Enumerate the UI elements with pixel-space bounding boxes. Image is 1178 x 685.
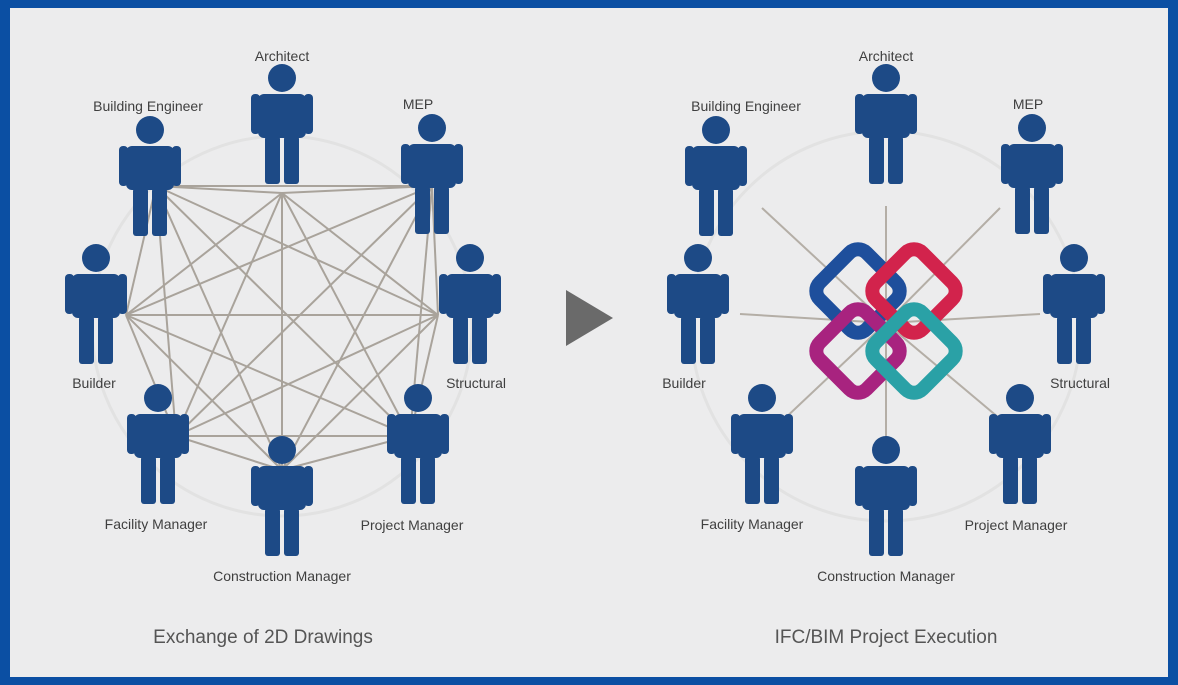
left-node-label: Construction Manager bbox=[213, 568, 351, 584]
right-node-label: Building Engineer bbox=[691, 98, 801, 114]
right-person-icon bbox=[1043, 244, 1105, 364]
connection-line bbox=[125, 192, 283, 316]
right-person-icon bbox=[1001, 114, 1063, 234]
right-node-label: Facility Manager bbox=[701, 516, 804, 532]
left-node-label: Builder bbox=[72, 375, 116, 391]
left-connection-lines bbox=[125, 185, 439, 471]
right-person-icon bbox=[685, 116, 747, 236]
ifc-logo-icon bbox=[809, 242, 963, 400]
right-node-label: Project Manager bbox=[965, 517, 1068, 533]
connection-line bbox=[175, 185, 433, 437]
right-person-icon bbox=[667, 244, 729, 364]
connection-line bbox=[281, 314, 439, 471]
right-node-label: Structural bbox=[1050, 375, 1110, 391]
connection-line bbox=[281, 192, 439, 316]
left-caption: Exchange of 2D Drawings bbox=[153, 627, 373, 648]
right-person-icon bbox=[855, 64, 917, 184]
connection-line bbox=[125, 185, 157, 316]
left-person-icon bbox=[401, 114, 463, 234]
hub-spoke bbox=[885, 313, 1041, 324]
connection-line bbox=[431, 185, 439, 316]
right-person-icon bbox=[855, 436, 917, 556]
ifc-logo-link bbox=[865, 302, 963, 400]
connection-line bbox=[281, 185, 433, 194]
connection-line bbox=[155, 185, 283, 471]
right-caption: IFC/BIM Project Execution bbox=[775, 627, 998, 648]
left-node-label: Building Engineer bbox=[93, 98, 203, 114]
connection-line bbox=[125, 185, 433, 316]
connection-line bbox=[155, 185, 439, 316]
connection-line bbox=[281, 185, 433, 471]
left-node-label: Structural bbox=[446, 375, 506, 391]
connection-line bbox=[175, 314, 439, 437]
ifc-logo-link bbox=[865, 242, 963, 340]
left-node-label: MEP bbox=[403, 96, 433, 112]
connection-line bbox=[155, 185, 411, 437]
play-arrow-icon bbox=[566, 290, 613, 346]
right-node-label: Builder bbox=[662, 375, 706, 391]
left-person-icon bbox=[65, 244, 127, 364]
connection-line bbox=[125, 314, 411, 437]
left-node-label: Architect bbox=[255, 48, 310, 64]
left-person-icon bbox=[119, 116, 181, 236]
connection-line bbox=[155, 185, 283, 194]
right-person-icon bbox=[731, 384, 793, 504]
right-node-label: Construction Manager bbox=[817, 568, 955, 584]
connection-line bbox=[125, 314, 283, 471]
right-node-label: MEP bbox=[1013, 96, 1043, 112]
left-node-label: Project Manager bbox=[361, 517, 464, 533]
left-person-icon bbox=[251, 64, 313, 184]
connection-line bbox=[175, 435, 283, 471]
left-person-icon bbox=[251, 436, 313, 556]
right-node-label: Architect bbox=[859, 48, 914, 64]
left-node-label: Facility Manager bbox=[105, 516, 208, 532]
left-person-icon bbox=[387, 384, 449, 504]
hub-spoke bbox=[739, 313, 887, 324]
